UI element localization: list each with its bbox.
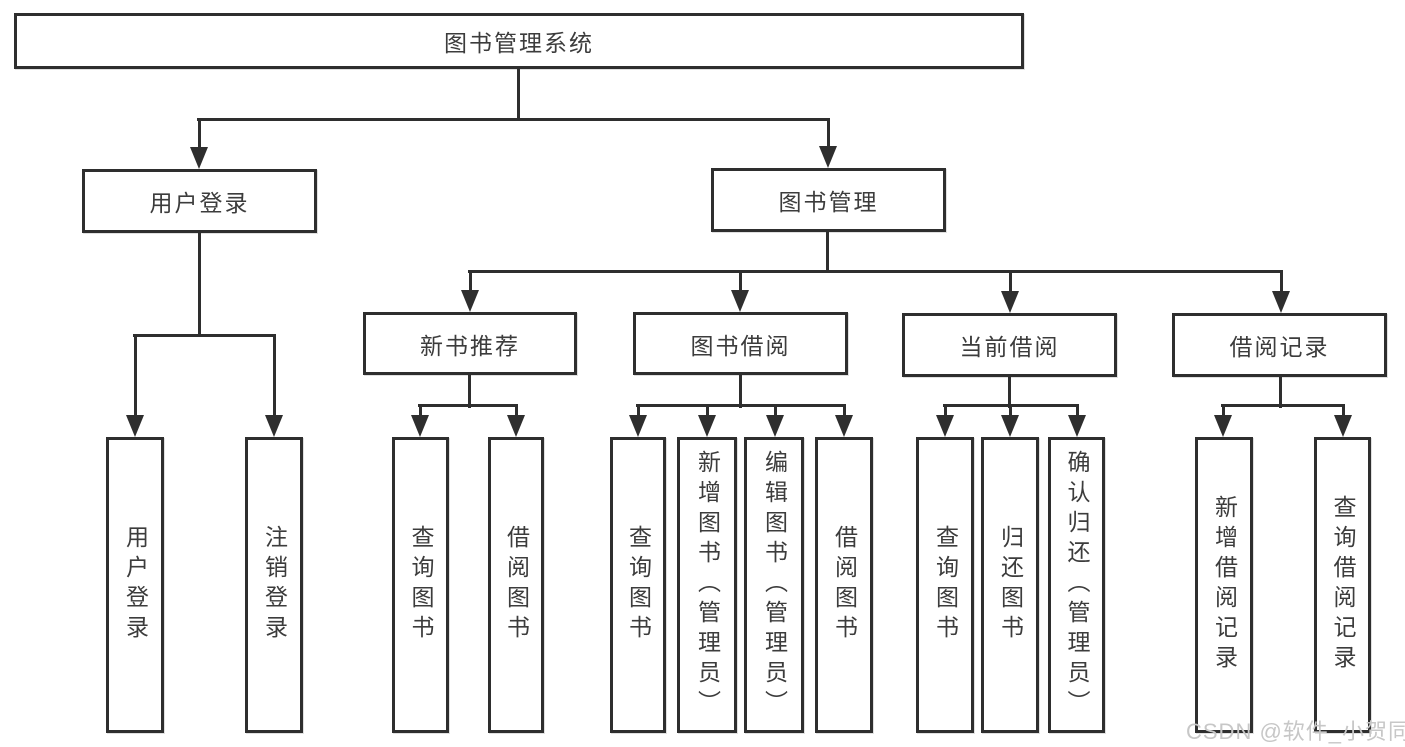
arrowhead-down-icon [819, 146, 837, 168]
node-user-login-label: 用户登录 [149, 190, 250, 216]
connector-borrow-record-stem [1279, 374, 1282, 408]
leaf-confirm-return-admin: 确认归还（管理员） [1048, 437, 1105, 733]
leaf-query-books-recommend: 查询图书 [392, 437, 449, 733]
node-book-management: 图书管理 [711, 168, 946, 232]
arrowhead-down-icon [265, 415, 283, 437]
arrowhead-down-icon [1001, 291, 1019, 313]
leaf-return-books: 归还图书 [981, 437, 1039, 733]
arrowhead-down-icon [507, 415, 525, 437]
connector-new-book-stem [468, 372, 471, 408]
csdn-watermark: CSDN @软件_小贺同学 [1186, 719, 1405, 744]
arrow-stem [273, 335, 276, 419]
arrowhead-down-icon [936, 415, 954, 437]
connector-user-login-stem [198, 230, 201, 337]
arrowhead-down-icon [698, 415, 716, 437]
arrow-stem [469, 271, 472, 294]
arrowhead-down-icon [766, 415, 784, 437]
node-book-borrow: 图书借阅 [633, 312, 848, 375]
leaf-borrow-books: 借阅图书 [815, 437, 873, 733]
arrow-stem [739, 271, 742, 294]
leaf-add-borrow-record-label: 新增借阅记录 [1211, 495, 1238, 675]
leaf-return-books-label: 归还图书 [997, 525, 1024, 645]
arrow-stem [1009, 405, 1012, 419]
leaf-user-login-label: 用户登录 [122, 525, 149, 645]
arrow-stem [843, 405, 846, 419]
branch-line-user-login [133, 334, 276, 337]
node-user-login: 用户登录 [82, 169, 317, 233]
leaf-logout-login-label: 注销登录 [261, 525, 288, 645]
arrowhead-down-icon [731, 290, 749, 312]
arrow-stem [515, 405, 518, 419]
arrow-stem [706, 405, 709, 419]
arrowhead-down-icon [1214, 415, 1232, 437]
leaf-query-borrow-record-label: 查询借阅记录 [1330, 495, 1356, 675]
leaf-query-books-current-label: 查询图书 [932, 525, 959, 645]
arrowhead-down-icon [1001, 415, 1019, 437]
arrow-stem [198, 119, 201, 151]
arrowhead-down-icon [1272, 291, 1290, 313]
arrow-stem [827, 119, 830, 150]
node-borrow-record-label: 借阅记录 [1229, 334, 1330, 360]
arrow-stem [944, 405, 947, 419]
connector-book-borrow-stem [739, 372, 742, 408]
arrow-stem [1280, 271, 1283, 295]
node-book-borrow-label: 图书借阅 [690, 332, 791, 359]
branch-line-borrow-record [1221, 404, 1345, 407]
branch-line-root [197, 118, 830, 121]
arrowhead-down-icon [629, 415, 647, 437]
leaf-add-books-admin: 新增图书（管理员） [677, 437, 737, 733]
arrowhead-down-icon [411, 415, 429, 437]
branch-line-book-management [468, 270, 1283, 273]
arrowhead-down-icon [1334, 415, 1352, 437]
arrow-stem [134, 335, 137, 419]
node-current-borrow: 当前借阅 [902, 313, 1117, 377]
arrowhead-down-icon [1068, 415, 1086, 437]
leaf-confirm-return-admin-label: 确认归还（管理员） [1064, 450, 1090, 720]
leaf-user-login: 用户登录 [106, 437, 164, 733]
arrow-stem [1342, 405, 1345, 419]
arrowhead-down-icon [190, 147, 208, 169]
arrowhead-down-icon [461, 290, 479, 312]
branch-line-new-book [418, 404, 518, 407]
node-book-management-label: 图书管理 [778, 189, 879, 215]
leaf-query-books-recommend-label: 查询图书 [408, 525, 434, 645]
leaf-add-books-admin-label: 新增图书（管理员） [694, 450, 721, 720]
branch-line-book-borrow [636, 404, 846, 407]
leaf-borrow-books-label: 借阅图书 [831, 525, 858, 645]
node-root: 图书管理系统 [14, 13, 1024, 69]
leaf-add-borrow-record: 新增借阅记录 [1195, 437, 1253, 733]
leaf-query-borrow-record: 查询借阅记录 [1314, 437, 1371, 733]
arrow-stem [1222, 405, 1225, 419]
node-current-borrow-label: 当前借阅 [959, 334, 1060, 360]
leaf-edit-books-admin-label: 编辑图书（管理员） [761, 450, 788, 720]
node-new-book-recommend-label: 新书推荐 [420, 332, 520, 359]
arrow-stem [419, 405, 422, 419]
arrow-stem [1076, 405, 1079, 419]
arrow-stem [1009, 271, 1012, 295]
connector-root-stem [517, 66, 520, 121]
connector-current-borrow-stem [1008, 374, 1011, 408]
arrowhead-down-icon [126, 415, 144, 437]
node-new-book-recommend: 新书推荐 [363, 312, 577, 375]
leaf-borrow-books-recommend-label: 借阅图书 [503, 525, 530, 645]
node-borrow-record: 借阅记录 [1172, 313, 1387, 377]
connector-book-management-stem [826, 229, 829, 273]
leaf-query-books-current: 查询图书 [916, 437, 974, 733]
arrow-stem [774, 405, 777, 419]
arrow-stem [637, 405, 640, 419]
leaf-logout-login: 注销登录 [245, 437, 303, 733]
arrowhead-down-icon [835, 415, 853, 437]
leaf-query-books-borrow: 查询图书 [610, 437, 666, 733]
leaf-edit-books-admin: 编辑图书（管理员） [744, 437, 804, 733]
leaf-query-books-borrow-label: 查询图书 [625, 525, 652, 645]
node-root-label: 图书管理系统 [444, 30, 594, 56]
leaf-borrow-books-recommend: 借阅图书 [488, 437, 544, 733]
